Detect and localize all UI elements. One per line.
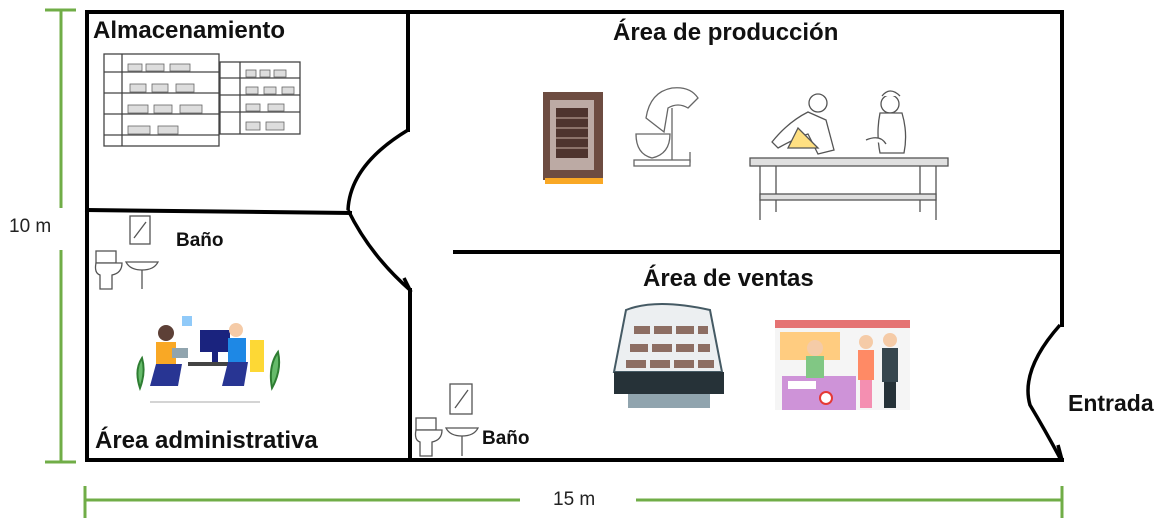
dimension-lines xyxy=(45,8,1064,518)
pastry-display-case-icon xyxy=(612,303,724,408)
sales-area-label: Área de ventas xyxy=(643,265,814,292)
production-area-label: Área de producción xyxy=(613,19,839,46)
storage-shelves-icon xyxy=(103,53,301,147)
bathroom-label-left: Baño xyxy=(176,230,224,251)
oven-icon xyxy=(543,92,603,184)
width-dimension-label: 15 m xyxy=(553,489,596,511)
height-dimension-label: 10 m xyxy=(9,216,52,238)
entrance-label: Entrada xyxy=(1068,390,1154,416)
bakers-table-icon xyxy=(749,90,949,220)
stand-mixer-icon xyxy=(633,87,699,167)
toilet-sink-icon xyxy=(414,383,480,457)
office-workers-icon xyxy=(118,308,293,410)
bathroom-label-right: Baño xyxy=(482,428,530,449)
storage-label: Almacenamiento xyxy=(93,17,286,44)
pastry-shop-counter-icon xyxy=(775,320,910,410)
admin-area-label: Área administrativa xyxy=(95,427,318,454)
walls xyxy=(84,10,1064,462)
toilet-sink-icon xyxy=(94,215,160,290)
doors xyxy=(346,128,1064,461)
